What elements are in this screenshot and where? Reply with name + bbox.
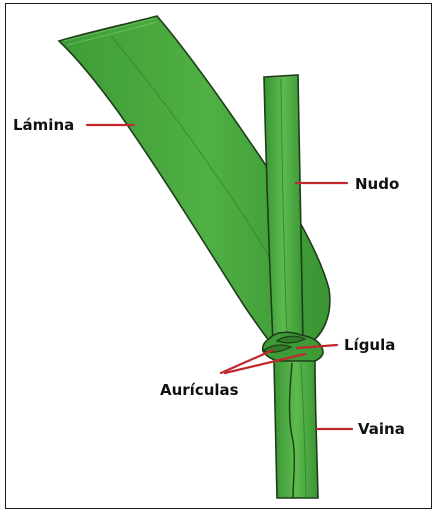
label-vaina: Vaina — [358, 420, 405, 438]
diagram-frame: Lámina Nudo Lígula Aurículas Vaina — [5, 3, 432, 509]
label-ligula: Lígula — [344, 336, 395, 354]
label-lamina: Lámina — [13, 116, 74, 134]
grass-leaf-diagram: Lámina Nudo Lígula Aurículas Vaina — [6, 4, 432, 509]
leaf-sheath — [274, 361, 318, 498]
label-auriculas: Aurículas — [160, 381, 239, 399]
label-nudo: Nudo — [355, 175, 399, 193]
leader-auriculas-left — [221, 350, 273, 373]
